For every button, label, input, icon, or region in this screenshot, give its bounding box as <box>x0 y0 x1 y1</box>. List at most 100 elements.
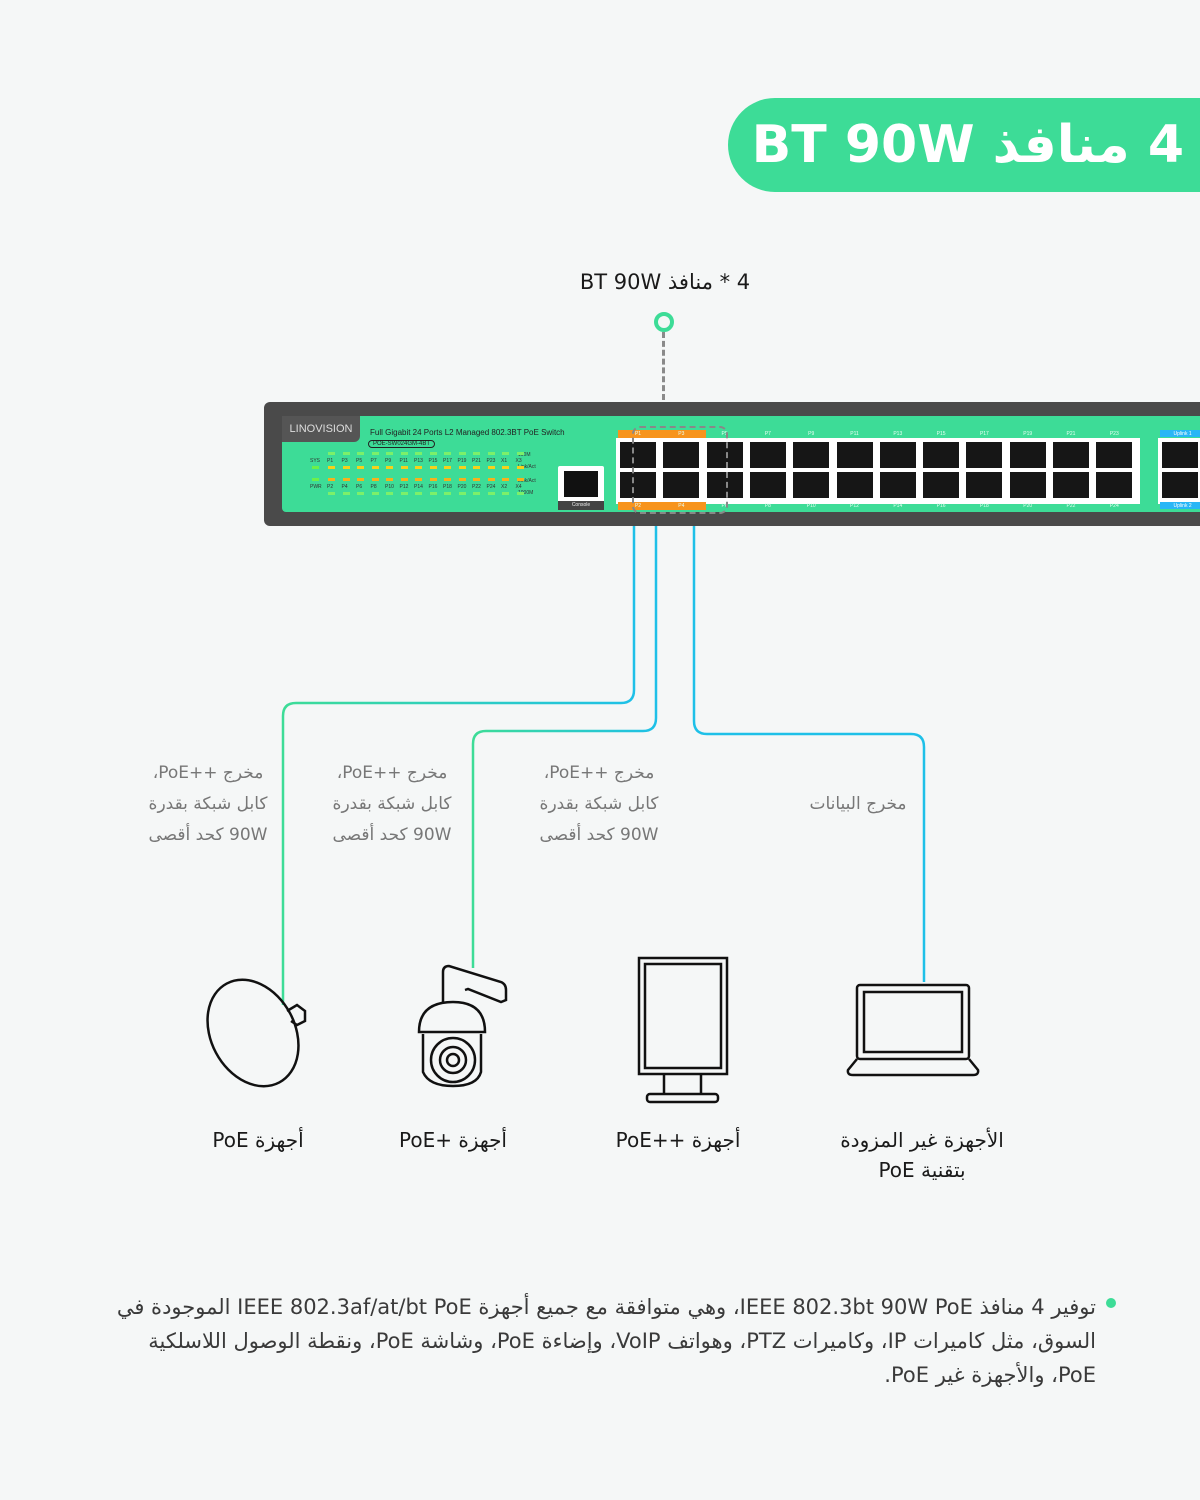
port-label: P19 <box>1023 431 1033 437</box>
rj45-port <box>620 442 656 468</box>
led-port-label: P20 <box>457 484 467 490</box>
port-label: P8 <box>764 503 771 509</box>
port-label: P20 <box>1023 503 1033 509</box>
rj45-port <box>836 442 873 468</box>
led-light <box>371 478 379 481</box>
led-port-label: P7 <box>370 458 377 464</box>
port-label: P1 <box>634 431 642 437</box>
device-label-poe: أجهزة PoE <box>212 1128 304 1152</box>
uplink-label: Uplink 2 <box>1173 503 1192 509</box>
led-light <box>357 466 364 469</box>
rj45-port <box>749 442 786 468</box>
rj45-port <box>663 472 700 498</box>
led-light <box>429 452 437 455</box>
led-port-label: P19 <box>457 458 467 464</box>
led-light <box>444 452 451 455</box>
led-light <box>415 466 422 469</box>
rj45-port <box>1096 472 1133 498</box>
led-light <box>444 466 451 469</box>
led-port-label: P14 <box>414 484 423 490</box>
led-light <box>371 452 379 455</box>
led-light <box>400 478 408 481</box>
bt-ports-bar-bottom <box>618 502 706 510</box>
led-port-label: P3 <box>341 458 348 464</box>
switch-model: POE-SW024GM-4BT <box>368 440 436 448</box>
led-light <box>371 492 379 495</box>
port-label: P11 <box>850 431 859 437</box>
caption-laptop: مخرج البيانات <box>758 789 958 820</box>
led-light <box>342 452 350 455</box>
led-light <box>415 478 422 481</box>
led-light <box>458 466 466 469</box>
led-port-label: P2 <box>327 484 334 490</box>
led-light <box>516 478 524 481</box>
banner-title: 4 منافذ BT 90W <box>751 115 1184 175</box>
port-label: P13 <box>893 431 903 437</box>
led-light <box>328 478 335 481</box>
led-port-label: P24 <box>486 484 496 490</box>
led-port-label: P15 <box>428 458 438 464</box>
led-label-sys: SYS <box>310 458 321 464</box>
console-jack <box>564 471 598 497</box>
led-label-pwr: PWR <box>310 484 322 490</box>
led-light <box>516 492 524 495</box>
port-label: P14 <box>893 503 903 509</box>
rj45-port <box>793 472 830 498</box>
bullet-icon <box>1106 1298 1116 1308</box>
switch-description: Full Gigabit 24 Ports L2 Managed 802.3BT… <box>370 428 565 437</box>
rj45-port <box>923 442 960 468</box>
led-port-label: P10 <box>385 484 394 490</box>
led-light <box>444 492 451 495</box>
led-port-label: P13 <box>414 458 423 464</box>
caption-line: كابل شبكة بقدرة <box>332 794 452 814</box>
port-label: P12 <box>850 503 859 509</box>
rj45-port <box>706 472 743 498</box>
led-light <box>502 452 509 455</box>
led-port-label: P22 <box>472 484 481 490</box>
port-label: P10 <box>806 503 816 509</box>
caption-line: مخرج البيانات <box>809 794 907 814</box>
led-port-label: P17 <box>443 458 452 464</box>
led-light <box>429 466 437 469</box>
led-light <box>342 492 350 495</box>
callout-dashed-line <box>662 332 665 400</box>
caption-ap: مخرج ++PoE، كابل شبكة بقدرة 90W كحد أقصى <box>108 758 308 851</box>
port-label: P9 <box>808 431 815 437</box>
led-light <box>386 478 393 481</box>
led-light <box>473 466 480 469</box>
rj45-port <box>836 472 873 498</box>
caption-line: 90W كحد أقصى <box>332 825 452 845</box>
caption-line: 90W كحد أقصى <box>539 825 659 845</box>
callout-pin-icon <box>654 312 674 332</box>
led-light <box>415 452 422 455</box>
port-block <box>616 438 1140 504</box>
led-light <box>400 466 408 469</box>
uplink-bar <box>1159 430 1200 437</box>
rj45-port <box>966 442 1003 468</box>
switch-front-panel: LINOVISION Full Gigabit 24 Ports L2 Mana… <box>282 416 1200 514</box>
rj45-port <box>966 472 1003 498</box>
cable-p2-to-ptz <box>471 480 658 968</box>
uplink-port <box>1161 442 1198 468</box>
led-light <box>357 492 364 495</box>
led-light <box>487 478 495 481</box>
caption-line: مخرج ++PoE، <box>152 763 264 783</box>
led-light <box>458 492 466 495</box>
led-light <box>328 452 335 455</box>
led-light <box>342 466 350 469</box>
uplink-label: Uplink 1 <box>1173 431 1192 437</box>
ptz-camera-icon <box>417 964 508 1088</box>
device-label-poe-plusplus: أجهزة ++PoE <box>615 1128 741 1152</box>
led-light <box>487 452 495 455</box>
rj45-port <box>879 442 916 468</box>
laptop-icon <box>846 983 980 1077</box>
port-label: P23 <box>1109 431 1119 437</box>
port-label: P18 <box>979 503 989 509</box>
led-port-label: P23 <box>486 458 496 464</box>
led-light <box>357 478 364 481</box>
caption-ptz: مخرج ++PoE، كابل شبكة بقدرة 90W كحد أقصى <box>292 758 492 851</box>
led-light <box>357 452 364 455</box>
device-label-line: الأجهزة غير المزودة <box>840 1128 1004 1152</box>
rj45-port <box>663 442 700 468</box>
cable-p1-to-ap <box>281 460 636 1005</box>
